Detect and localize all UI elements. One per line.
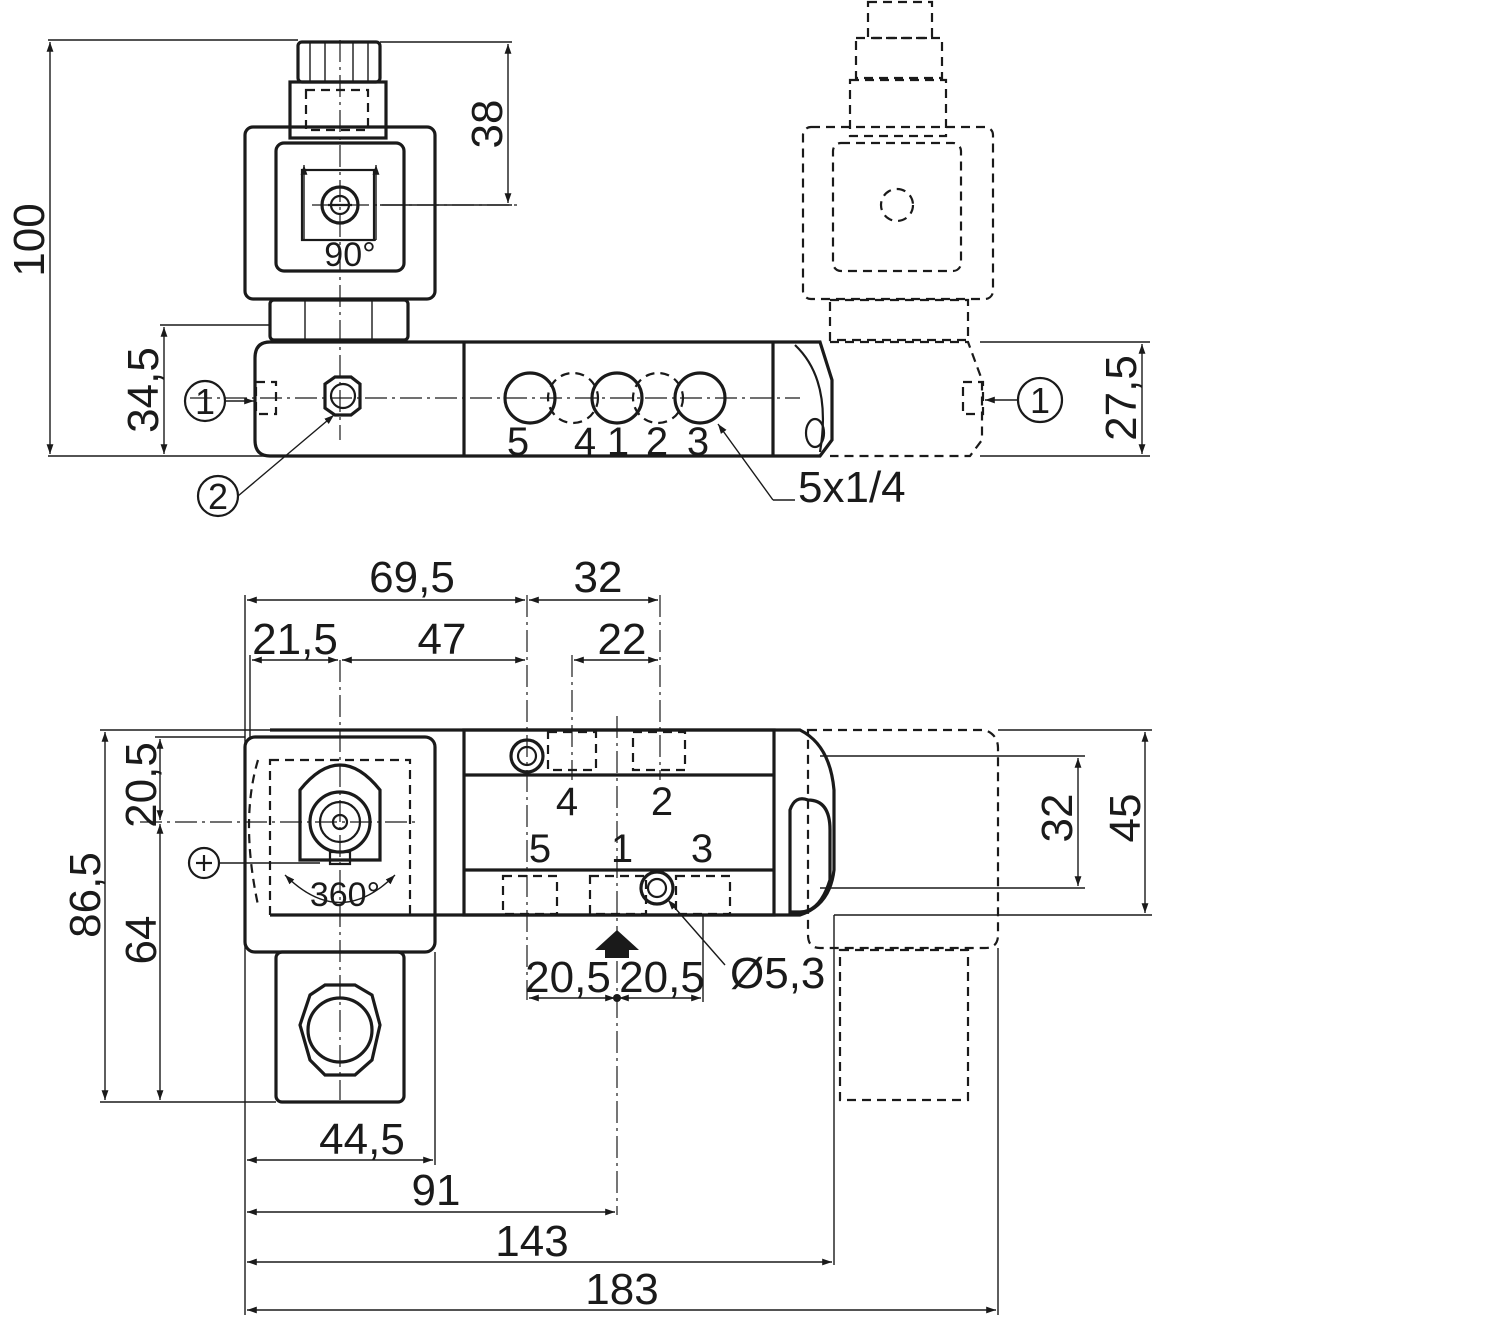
- port-3-label: 3: [687, 420, 709, 464]
- dim-100: 100: [5, 203, 54, 276]
- top-view-dimensions: 69,5 32 21,5 47 22 86,5 20,5 64 32 45 20…: [61, 553, 1152, 1315]
- dim-34-5: 34,5: [119, 347, 168, 433]
- dim-32-right: 32: [1033, 794, 1082, 843]
- hole-diameter-label: Ø5,3: [730, 949, 825, 998]
- top-port-2-label: 2: [651, 780, 673, 824]
- dim-91: 91: [412, 1166, 461, 1215]
- rotation-90-label: 90°: [324, 236, 375, 274]
- dim-143: 143: [495, 1217, 568, 1266]
- svg-text:1: 1: [1030, 380, 1050, 421]
- dim-32-top: 32: [574, 553, 623, 602]
- top-port-5-label: 5: [529, 827, 551, 871]
- top-port-1-label: 1: [611, 827, 633, 871]
- dim-45: 45: [1101, 794, 1150, 843]
- dim-21-5: 21,5: [252, 615, 338, 664]
- svg-text:2: 2: [208, 476, 228, 517]
- port-1-label: 1: [607, 420, 629, 464]
- dim-86-5: 86,5: [61, 852, 110, 938]
- top-port-4-label: 4: [556, 780, 578, 824]
- dim-27-5: 27,5: [1097, 355, 1146, 441]
- dim-22: 22: [598, 615, 647, 664]
- top-view-dashed: [806, 728, 1000, 1102]
- dim-20-5-b: 20,5: [619, 953, 705, 1002]
- port-4-label: 4: [574, 420, 596, 464]
- dim-20-5-a: 20,5: [525, 953, 611, 1002]
- port-2-label: 2: [646, 420, 668, 464]
- dim-183: 183: [585, 1265, 658, 1314]
- dim-69-5: 69,5: [369, 553, 455, 602]
- top-port-3-label: 3: [691, 827, 713, 871]
- dim-38: 38: [463, 100, 512, 149]
- top-view: 360°: [140, 595, 836, 1215]
- side-view-dimensions: 100 38 34,5 27,5 90° 5 4 1 2 3 5x1/4 1 1: [5, 39, 1150, 518]
- dim-47: 47: [418, 615, 467, 664]
- dim-20-5-left: 20,5: [117, 742, 166, 828]
- thread-note: 5x1/4: [798, 463, 906, 512]
- dim-44-5: 44,5: [319, 1115, 405, 1164]
- port-5-label: 5: [507, 420, 529, 464]
- dim-64: 64: [117, 916, 166, 965]
- side-view: [190, 40, 834, 458]
- svg-text:1: 1: [195, 381, 215, 422]
- rotation-360-label: 360°: [310, 876, 380, 914]
- side-view-dashed: [801, 0, 995, 458]
